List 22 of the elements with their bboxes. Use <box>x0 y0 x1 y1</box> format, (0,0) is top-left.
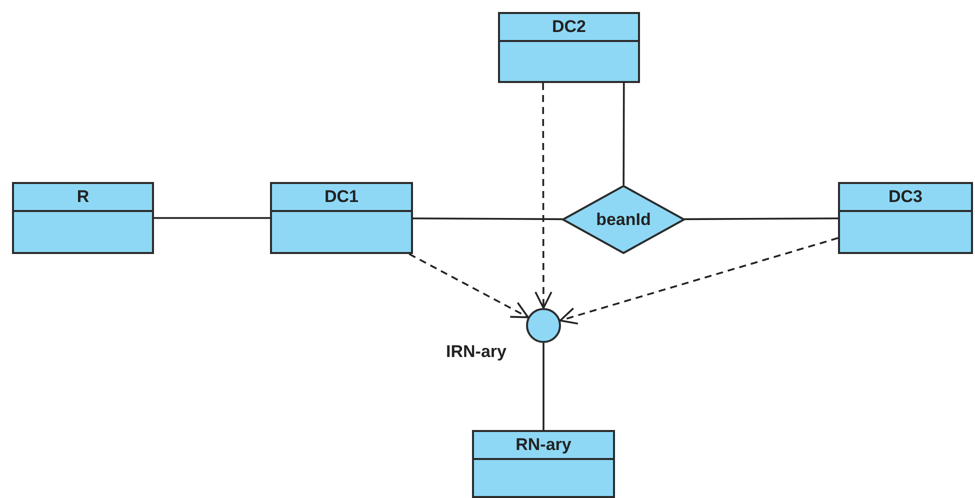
interface-circle <box>526 308 561 343</box>
class-box <box>270 182 413 254</box>
connector-line <box>684 217 838 220</box>
class-box <box>498 12 640 83</box>
connector-line <box>154 217 270 219</box>
class-name: R <box>76 187 90 207</box>
class-name: DC3 <box>888 187 922 207</box>
class-name: DC2 <box>552 17 586 37</box>
dashed-arrow <box>408 253 529 318</box>
class-name: DC1 <box>324 187 358 207</box>
dashed-arrow <box>534 83 552 309</box>
diamond-label: beanId <box>595 210 652 230</box>
class-name: RN-ary <box>516 435 572 455</box>
connector-line <box>413 217 563 220</box>
class-box <box>472 430 615 498</box>
connector-line <box>622 83 625 186</box>
decision-diamond <box>562 185 685 254</box>
class-box <box>12 182 154 254</box>
connector-line <box>542 343 544 430</box>
node-caption: IRN-ary <box>446 342 506 362</box>
class-box <box>838 182 973 254</box>
dashed-arrow <box>559 237 838 325</box>
